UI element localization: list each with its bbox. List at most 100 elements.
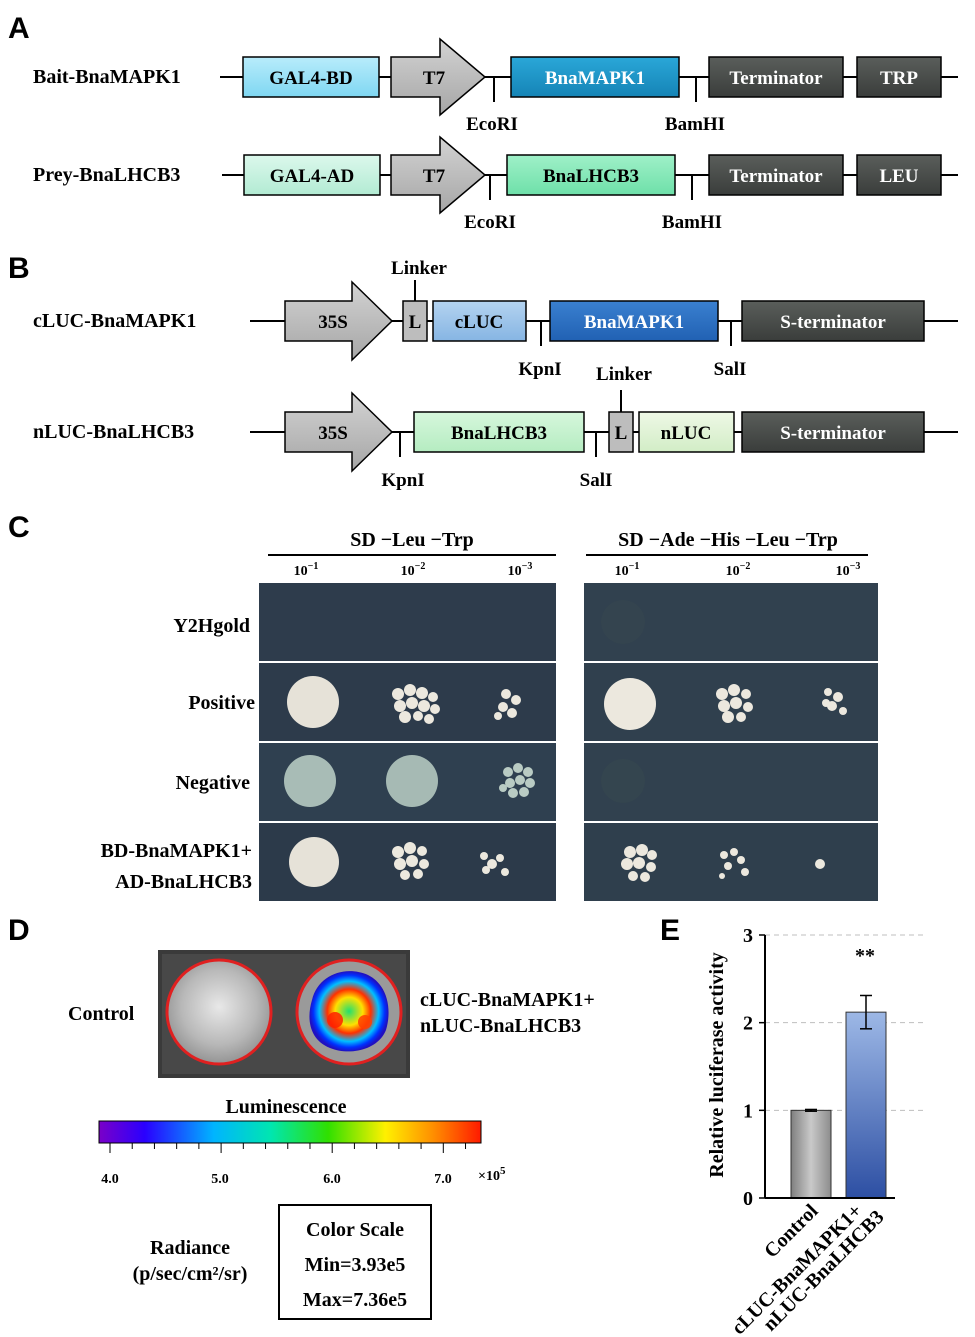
plate-cell — [584, 823, 878, 901]
color-scale-title: Color Scale — [306, 1219, 404, 1241]
yeast-colonies — [621, 844, 825, 882]
yeast-colonies — [716, 684, 847, 723]
ecori-site: EcoRI — [466, 114, 518, 135]
y-tick-label: 0 — [743, 1188, 753, 1210]
luminescence-title: Luminescence — [225, 1096, 346, 1118]
row-label-negative: Negative — [176, 772, 251, 794]
gal4-ad-text: GAL4-AD — [270, 166, 354, 187]
panel-letter-d: D — [8, 914, 30, 947]
row-label-ad-bnalhcb3: AD-BnaLHCB3 — [115, 871, 252, 893]
bnamapk1-text: BnaMAPK1 — [545, 68, 645, 89]
yeast-spot — [284, 755, 336, 807]
construct-prey-label: Prey-BnaLHCB3 — [33, 164, 180, 186]
terminator-box-2 — [708, 154, 844, 196]
construct-nluc-label: nLUC-BnaLHCB3 — [33, 421, 194, 443]
dilution-label: 10−2 — [401, 561, 426, 579]
nluc-text: nLUC — [661, 423, 712, 444]
medium-sd-ade-his-leu-trp: SD −Ade −His −Leu −Trp — [618, 529, 838, 551]
panel-e-bar-chart: Relative luciferase activity ** 0123Cont… — [706, 925, 925, 1337]
dilution-label: 10−1 — [615, 561, 640, 579]
y-tick-label: 2 — [743, 1013, 753, 1035]
sample-label-line2: nLUC-BnaLHCB3 — [420, 1015, 581, 1037]
yeast-spot — [601, 600, 645, 644]
scale-tick-label: 7.0 — [434, 1172, 452, 1187]
35s-text-2: 35S — [318, 423, 348, 444]
x-category-label: nLUC-BnaLHCB3 — [759, 1206, 889, 1336]
significance-annotation: ** — [855, 945, 875, 967]
panel-letter-c: C — [8, 511, 30, 544]
panel-letter-a: A — [8, 12, 30, 45]
s-terminator-text-2: S-terminator — [780, 423, 886, 444]
gal4-bd-text: GAL4-BD — [269, 68, 352, 89]
dilution-label: 10−2 — [726, 561, 751, 579]
panel-letter-e: E — [660, 914, 680, 947]
trp-box — [856, 56, 942, 98]
panel-letter-b: B — [8, 252, 30, 285]
t7-text-2: T7 — [423, 166, 446, 187]
linker-label: Linker — [391, 258, 448, 279]
scale-tick-label: 4.0 — [101, 1172, 119, 1187]
bnalhcb3-text: BnaLHCB3 — [543, 166, 639, 187]
t7-promoter-arrow-2 — [390, 135, 487, 215]
roi-circle — [165, 958, 273, 1066]
construct-cluc-label: cLUC-BnaMAPK1 — [33, 310, 196, 332]
radiance-label: Radiance — [150, 1237, 230, 1259]
row-label-y2hgold: Y2Hgold — [173, 615, 250, 637]
cluc-text: cLUC — [455, 312, 504, 333]
s-terminator-box-2 — [741, 411, 925, 453]
bamhi-site: BamHI — [665, 114, 725, 135]
radiance-units: (p/sec/cm²/sr) — [133, 1263, 248, 1285]
bar — [790, 1109, 832, 1199]
construct-bait-label: Bait-BnaMAPK1 — [33, 66, 181, 88]
dilution-label: 10−3 — [508, 561, 533, 579]
plate-cell — [259, 583, 556, 661]
dilution-label: 10−3 — [836, 561, 861, 579]
panel-a: Bait-BnaMAPK1 GAL4-BD T7 BnaMAPK1 Termin… — [33, 37, 958, 233]
terminator-text: Terminator — [729, 68, 823, 89]
bnalhcb3-box-b — [413, 411, 585, 453]
ecori-site-2: EcoRI — [464, 212, 516, 233]
y-tick-label: 1 — [743, 1100, 753, 1122]
linker-l-text: L — [409, 312, 422, 333]
bamhi-site-2: BamHI — [662, 212, 722, 233]
panel-c: SD −Leu −Trp SD −Ade −His −Leu −Trp 10−1… — [101, 529, 878, 901]
s-terminator-text: S-terminator — [780, 312, 886, 333]
terminator-text-2: Terminator — [729, 166, 823, 187]
sali-site: SalI — [714, 359, 747, 380]
control-label: Control — [68, 1003, 135, 1025]
35s-text: 35S — [318, 312, 348, 333]
yeast-colonies — [392, 842, 509, 880]
color-scale-box — [278, 1204, 432, 1320]
panel-d: Control cLUC-BnaMAPK1+ nLUC-BnaLHCB3 Lum… — [68, 950, 595, 1320]
gal4-ad-box — [243, 154, 381, 196]
row-label-bd-bnamapk1: BD-BnaMAPK1+ — [101, 840, 252, 862]
color-scale-max: Max=7.36e5 — [303, 1289, 407, 1311]
scale-tick-label: 6.0 — [323, 1172, 341, 1187]
color-scale-min: Min=3.93e5 — [305, 1254, 406, 1276]
yeast-spot — [604, 678, 656, 730]
control-well — [167, 960, 271, 1064]
y-axis-label: Relative luciferase activity — [706, 952, 728, 1177]
roi-circle — [295, 958, 403, 1066]
leu-box — [856, 154, 942, 196]
35s-promoter-arrow — [284, 280, 394, 362]
sali-site-2: SalI — [580, 470, 613, 491]
yeast-colonies — [392, 684, 521, 724]
terminator-box — [708, 56, 844, 98]
panel-b: cLUC-BnaMAPK1 35S L Linker cLUC BnaMAPK1… — [33, 258, 958, 491]
yeast-spot — [386, 755, 438, 807]
t7-promoter-arrow — [390, 37, 487, 117]
linker-label-2: Linker — [596, 364, 653, 385]
cluc-box — [432, 300, 527, 342]
s-terminator-box — [741, 300, 925, 342]
nluc-box — [638, 411, 735, 453]
trp-text: TRP — [880, 68, 918, 89]
luminescence-heat-signal — [309, 971, 389, 1052]
dilution-label: 10−1 — [294, 561, 319, 579]
row-label-positive: Positive — [188, 692, 255, 714]
bnalhcb3-box — [506, 154, 676, 196]
gal4-bd-box — [242, 56, 380, 98]
linker-l-text-2: L — [615, 423, 628, 444]
y-tick-label: 3 — [743, 925, 753, 947]
